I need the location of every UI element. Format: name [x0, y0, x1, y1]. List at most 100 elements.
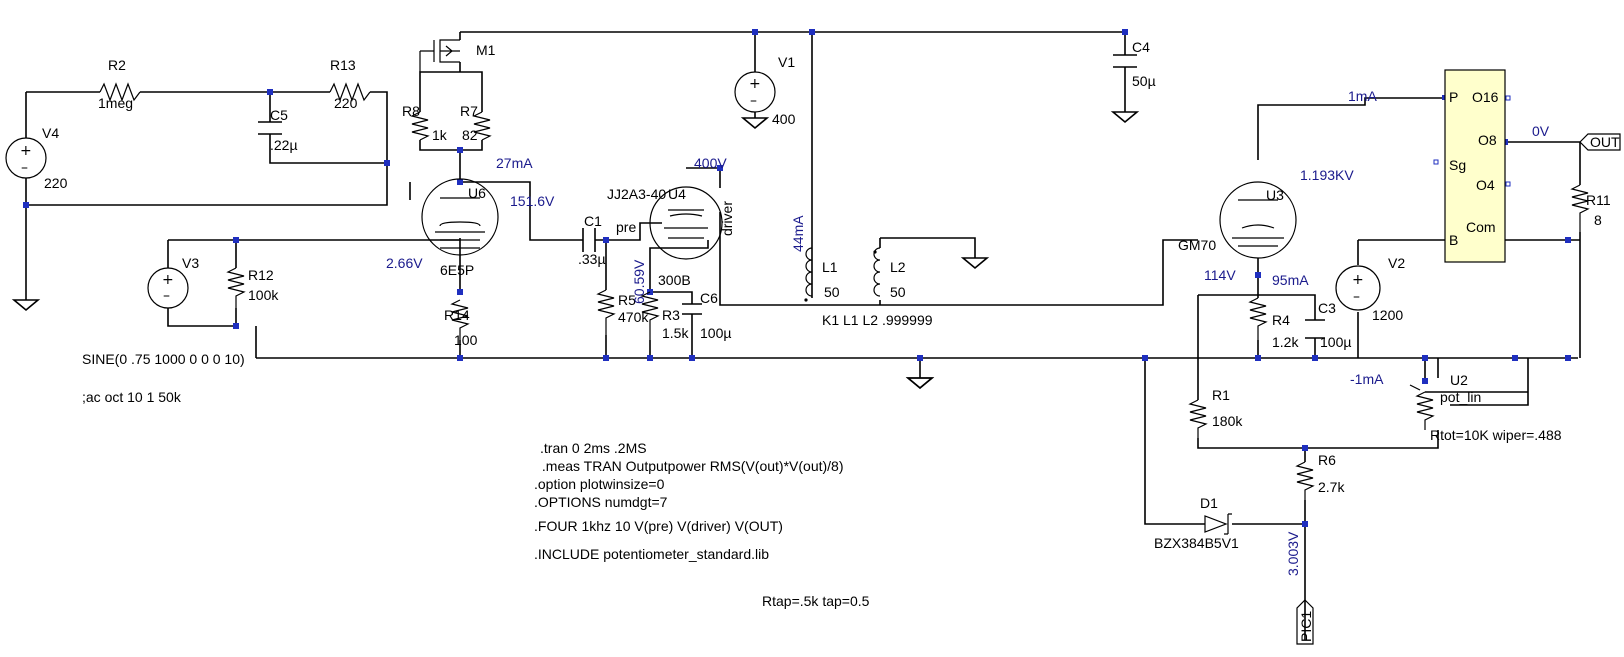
directive-line: .tran 0 2ms .2MS [540, 440, 647, 456]
svg-text:–: – [1353, 289, 1360, 305]
svg-text:+: + [20, 143, 32, 159]
r13-resistor: R13 220 [329, 57, 371, 111]
sine-source-text: SINE(0 .75 1000 0 0 0 10) [82, 351, 245, 367]
driver-net-label: driver [719, 201, 735, 236]
u6-model: 6E5P [440, 262, 474, 278]
v2-value: 1200 [1372, 307, 1403, 323]
l2-name: L2 [890, 259, 906, 275]
ground-symbol [11, 299, 41, 312]
l1-current-annotation: 44mA [790, 215, 806, 252]
r7-value: 82 [462, 127, 478, 143]
r6-resistor: R6 2.7k [1295, 452, 1345, 500]
directive-line: .option plotwinsize=0 [534, 476, 665, 492]
v3-name: V3 [182, 255, 199, 271]
u4-model: 300B [658, 272, 691, 288]
m1-name: M1 [476, 42, 496, 58]
pic-voltage-annotation: 3.003V [1285, 531, 1301, 576]
u6-plate-voltage-annotation: 151.6V [510, 193, 555, 209]
r13-name: R13 [330, 57, 356, 73]
u2-current-annotation: -1mA [1350, 371, 1384, 387]
u6-tube: U6 6E5P [421, 178, 499, 278]
c4-name: C4 [1132, 39, 1150, 55]
r8-resistor: R8 1k [402, 103, 448, 143]
pre-net-label: pre [616, 219, 636, 235]
r5-name: R5 [618, 292, 636, 308]
c1-name: C1 [584, 213, 602, 229]
l2-value: 50 [890, 284, 906, 300]
coupling-directive: K1 L1 L2 .999999 [822, 312, 933, 328]
r12-name: R12 [248, 267, 274, 283]
r14-value: 100 [454, 332, 478, 348]
out-net-label: OUT [1579, 133, 1621, 151]
d1-zener-diode: D1 BZX384B5V1 [1154, 495, 1239, 551]
r2-resistor: R2 1meg [98, 57, 141, 111]
u3-plate-voltage-annotation: 1.193KV [1300, 167, 1354, 183]
u3-model: GM70 [1178, 237, 1216, 253]
v3-source: + – V3 [147, 255, 199, 309]
ground-symbol [960, 257, 990, 270]
v1-name: V1 [778, 54, 795, 70]
r8-name: R8 [402, 103, 420, 119]
c1-value: .33µ [578, 251, 606, 267]
spice-directives: .tran 0 2ms .2MS .meas TRAN Outputpower … [534, 440, 844, 562]
pin-o16-label: O16 [1472, 89, 1499, 105]
d1-model: BZX384B5V1 [1154, 535, 1239, 551]
c6-name: C6 [700, 290, 718, 306]
v4-source: + – V4 220 [5, 125, 68, 191]
r14-name: R14 [444, 307, 470, 323]
u2-model: pot_lin [1440, 389, 1481, 405]
v4-name: V4 [42, 125, 59, 141]
output-transformer-block: P Sg B O16 O8 O4 Com [1433, 69, 1511, 263]
r6-value: 2.7k [1318, 479, 1345, 495]
u3-current-annotation: 95mA [1272, 272, 1309, 288]
r12-resistor: R12 100k [226, 267, 279, 308]
c3-capacitor: C3 100µ [1305, 300, 1351, 350]
pin-o8-label: O8 [1478, 132, 1497, 148]
pin-com-label: Com [1466, 219, 1496, 235]
u2-name: U2 [1450, 372, 1468, 388]
u4-plate-voltage-annotation: 400V [694, 155, 727, 171]
u2-potentiometer: U2 pot_lin Rtot=10K wiper=.488 [1409, 372, 1562, 443]
u4-name: U4 [668, 186, 686, 202]
r1-value: 180k [1212, 413, 1243, 429]
r14-resistor: R14 100 [444, 299, 478, 348]
u6-current-annotation: 27mA [496, 155, 533, 171]
r11-name: R11 [1586, 192, 1611, 208]
pin-b-label: B [1449, 232, 1458, 248]
v2-name: V2 [1388, 255, 1405, 271]
c5-capacitor: C5 .22µ [258, 107, 298, 153]
directive-line: .INCLUDE potentiometer_standard.lib [534, 546, 769, 562]
svg-text:–: – [163, 288, 170, 304]
r5-resistor: R5 470k [596, 289, 649, 335]
r6-name: R6 [1318, 452, 1336, 468]
c3-name: C3 [1318, 300, 1336, 316]
r3-resistor: R3 1.5k [640, 291, 689, 341]
pin-p-label: P [1449, 89, 1458, 105]
r1-resistor: R1 180k [1188, 387, 1243, 438]
c4-value: 50µ [1132, 73, 1156, 89]
u4-prefix: JJ2A3-40 [607, 186, 666, 202]
pin-sg-label: Sg [1449, 157, 1466, 173]
p-current-annotation: 1mA [1348, 88, 1377, 104]
v4-value: 220 [44, 175, 68, 191]
r8-value: 1k [432, 127, 448, 143]
r2-name: R2 [108, 57, 126, 73]
svg-text:+: + [749, 76, 761, 92]
pic1-label: PIC1 [1298, 611, 1314, 642]
c5-value: .22µ [270, 137, 298, 153]
r7-resistor: R7 82 [460, 103, 492, 143]
ground-symbol [905, 377, 935, 390]
r4-name: R4 [1272, 312, 1290, 328]
c4-capacitor: C4 50µ [1110, 39, 1156, 124]
junctions [23, 29, 1571, 527]
r3-name: R3 [662, 307, 680, 323]
l2-inductor: L2 50 [873, 247, 906, 300]
c5-name: C5 [270, 107, 288, 123]
l1-value: 50 [824, 284, 840, 300]
r7-name: R7 [460, 103, 478, 119]
r11-value: 8 [1594, 212, 1602, 228]
v1-value: 400 [772, 111, 796, 127]
r12-value: 100k [248, 287, 279, 303]
r13-value: 220 [334, 95, 358, 111]
